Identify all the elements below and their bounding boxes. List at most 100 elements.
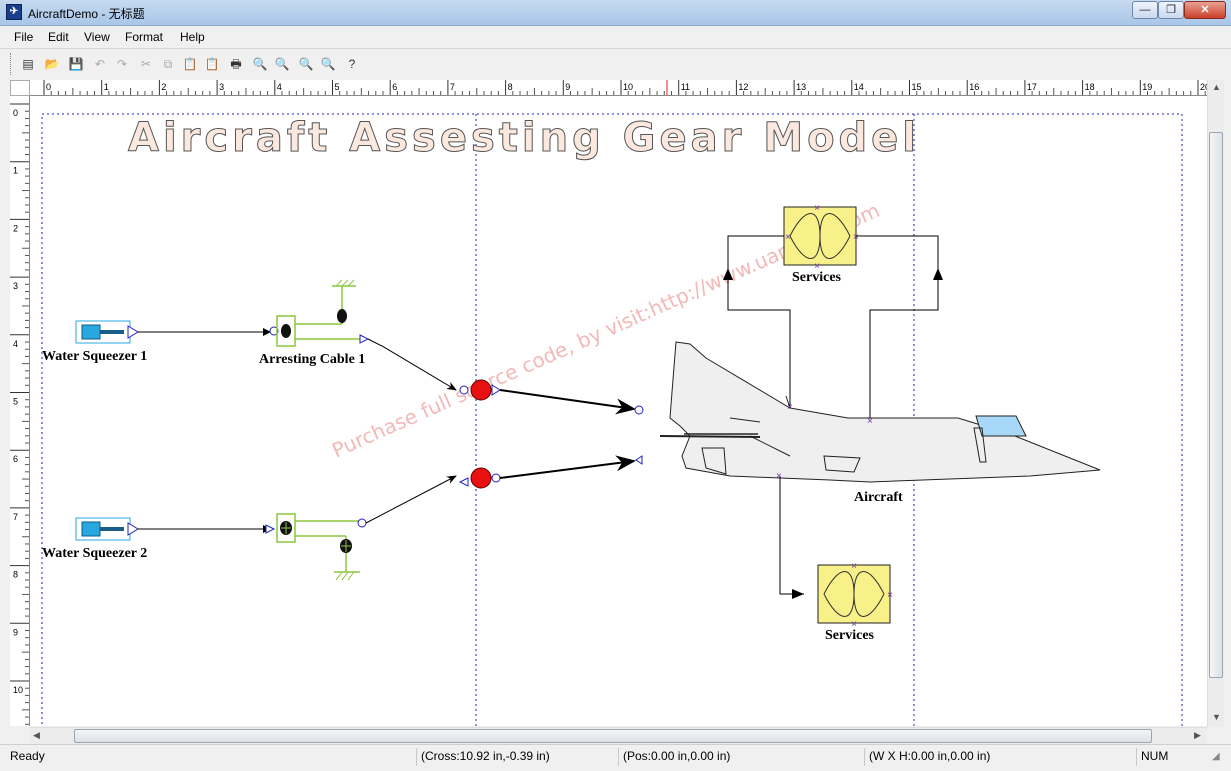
arrow-up-right-icon	[933, 268, 943, 280]
minimize-button[interactable]: —	[1132, 1, 1158, 19]
ruler-label: 11	[681, 82, 690, 92]
svg-text:×: ×	[814, 203, 820, 214]
print-button[interactable]: 🖶	[226, 54, 246, 74]
arrow-up-left-icon	[723, 268, 733, 280]
ruler-label: 1	[13, 166, 18, 176]
ruler-label: 9	[565, 82, 570, 92]
ruler-label: 9	[13, 627, 18, 637]
svg-text:×: ×	[867, 416, 873, 427]
arresting-cable-2-node[interactable]	[265, 513, 367, 581]
redo-button[interactable]: ↷	[112, 54, 132, 74]
menu-help[interactable]: Help	[180, 30, 205, 44]
help-button[interactable]: ?	[342, 54, 362, 74]
zoom-in-button[interactable]: 🔍	[250, 54, 270, 74]
aircraft-port-2[interactable]	[635, 455, 643, 465]
cut-icon: ✂	[140, 57, 152, 71]
scroll-down-icon[interactable]: ▼	[1212, 712, 1221, 722]
svg-text:×: ×	[851, 619, 857, 630]
water-squeezer-1-node[interactable]	[75, 320, 139, 344]
close-button[interactable]: ✕	[1184, 1, 1226, 19]
aircraft-node[interactable]	[659, 341, 1101, 483]
ruler-label: 10	[623, 82, 633, 92]
minimize-icon: —	[1139, 4, 1151, 16]
vertical-scroll-thumb[interactable]	[1209, 132, 1223, 678]
ruler-label: 10	[13, 685, 23, 695]
toolbar: ▤📂💾↶↷✂⧉📋📋🖶🔍🔍🔍🔍?	[0, 48, 1231, 78]
undo-button[interactable]: ↶	[90, 54, 110, 74]
ruler-label: 0	[46, 82, 51, 92]
horizontal-scrollbar[interactable]: ◀ ▶	[30, 727, 1207, 744]
svg-text:×: ×	[851, 561, 857, 572]
water-squeezer-2-node[interactable]	[75, 517, 139, 541]
ruler-corner	[10, 80, 30, 96]
zoom-fit-button[interactable]: 🔍	[296, 54, 316, 74]
horizontal-scroll-thumb[interactable]	[74, 729, 1152, 743]
help-icon: ?	[348, 57, 356, 71]
diagram-svg[interactable]: Aircraft Assesting Gear Model Purchase f…	[30, 96, 1207, 726]
title-bar[interactable]: ✈ AircraftDemo - 无标题 — ❐ ✕	[0, 0, 1231, 26]
menu-view[interactable]: View	[84, 30, 110, 44]
arresting-cable-1-node[interactable]	[269, 279, 370, 347]
ruler-label: 13	[796, 82, 806, 92]
page-boundary	[41, 113, 1183, 726]
paste-button[interactable]: 📋	[180, 54, 200, 74]
redo-icon: ↷	[116, 57, 128, 71]
copy-button[interactable]: ⧉	[158, 54, 178, 74]
services-top-label: Services	[792, 270, 842, 285]
save-button[interactable]: 💾	[66, 54, 86, 74]
ruler-label: 18	[1085, 82, 1095, 92]
services-top-node[interactable]: × × × ×	[783, 203, 859, 272]
junction-2-node[interactable]	[458, 467, 501, 489]
zoom-out-icon: 🔍	[274, 57, 290, 71]
toolbar-grip[interactable]	[10, 53, 13, 75]
scroll-left-icon[interactable]: ◀	[33, 730, 40, 740]
zoom-out-button[interactable]: 🔍	[272, 54, 292, 74]
ruler-label: 5	[13, 397, 18, 407]
diagram-canvas[interactable]: Aircraft Assesting Gear Model Purchase f…	[30, 96, 1207, 726]
window-title: AircraftDemo - 无标题	[28, 7, 145, 21]
aircraft-label: Aircraft	[854, 490, 903, 505]
menu-file[interactable]: File	[14, 30, 34, 44]
svg-text:×: ×	[887, 590, 893, 601]
scroll-right-icon[interactable]: ▶	[1194, 730, 1201, 740]
ruler-label: 12	[738, 82, 748, 92]
water-squeezer-2-label: Water Squeezer 2	[42, 546, 147, 561]
link-aircraft-services-bottom[interactable]	[779, 476, 804, 595]
link-cable2-junction2[interactable]	[365, 475, 457, 524]
link-aircraft-services-top-right[interactable]	[856, 235, 939, 418]
zoom-actual-button[interactable]: 🔍	[318, 54, 338, 74]
zoom-actual-icon: 🔍	[320, 57, 336, 71]
menu-edit[interactable]: Edit	[48, 30, 69, 44]
services-bottom-label: Services	[825, 628, 875, 643]
cut-button[interactable]: ✂	[136, 54, 156, 74]
aircraft-port-1[interactable]	[634, 405, 644, 415]
link-aircraft-services-top-left[interactable]	[727, 235, 791, 408]
vertical-scrollbar[interactable]: ▲ ▼	[1207, 80, 1224, 727]
paste-special-icon: 📋	[204, 57, 220, 71]
ruler-label: 17	[1027, 82, 1037, 92]
open-folder-icon: 📂	[44, 57, 60, 71]
maximize-button[interactable]: ❐	[1158, 1, 1184, 19]
ruler-label: 0	[13, 108, 18, 118]
link-junction2-aircraft[interactable]	[499, 455, 636, 479]
paste-special-button[interactable]: 📋	[202, 54, 222, 74]
diagram-title[interactable]: Aircraft Assesting Gear Model	[128, 115, 920, 162]
app-icon[interactable]: ✈	[6, 4, 22, 20]
status-num: NUM	[1136, 748, 1186, 766]
open-folder-button[interactable]: 📂	[42, 54, 62, 74]
new-file-button[interactable]: ▤	[18, 54, 38, 74]
scroll-up-icon[interactable]: ▲	[1212, 82, 1221, 92]
link-cable1-junction1[interactable]	[367, 338, 457, 391]
ruler-label: 14	[854, 82, 864, 92]
link-junction1-aircraft[interactable]	[499, 389, 636, 415]
services-bottom-node[interactable]: × × ×	[817, 561, 893, 630]
ruler-label: 8	[13, 570, 18, 580]
resize-grip-icon[interactable]: ◢	[1212, 751, 1220, 762]
junction-1-node[interactable]	[459, 379, 501, 401]
paste-icon: 📋	[182, 57, 198, 71]
menu-format[interactable]: Format	[125, 30, 164, 44]
ruler-label: 19	[1142, 82, 1152, 92]
ruler-label: 2	[161, 82, 166, 92]
